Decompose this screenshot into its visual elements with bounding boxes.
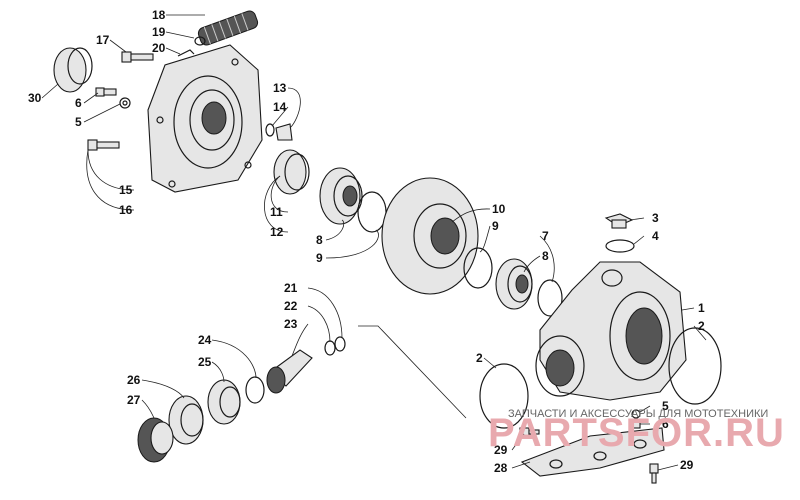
part-cap-3 <box>604 213 634 229</box>
callout-11: 11 <box>270 205 283 219</box>
callout-14: 14 <box>273 100 287 114</box>
part-bolt-29b <box>649 463 659 484</box>
part-shaft-21-23 <box>266 336 346 394</box>
callout-6-lower: 6 <box>662 417 669 431</box>
callout-21: 21 <box>284 281 298 295</box>
callout-2-left: 2 <box>476 351 483 365</box>
part-ring-9a <box>357 191 387 233</box>
callout-9-right: 9 <box>492 219 499 233</box>
part-oring-2b <box>479 363 529 429</box>
callout-28: 28 <box>494 461 508 475</box>
callout-26: 26 <box>127 373 141 387</box>
watermark: ЗАПЧАСТИ И АКСЕССУАРЫ ДЛЯ МОТОТЕХНИКИ PA… <box>488 408 785 455</box>
part-seal-27 <box>137 417 174 463</box>
callout-29-left: 29 <box>494 443 508 457</box>
callout-29-right: 29 <box>680 458 694 472</box>
part-ring-7 <box>537 279 563 317</box>
callout-4: 4 <box>652 229 659 243</box>
callout-6: 6 <box>75 96 82 110</box>
part-oring-4 <box>605 239 635 253</box>
callout-24: 24 <box>198 333 212 347</box>
part-bearing-8b <box>495 258 533 310</box>
part-gear-10 <box>381 177 479 295</box>
part-main-housing-1 <box>535 261 687 401</box>
part-skid-plate-28 <box>520 427 665 477</box>
part-bolt-6 <box>95 87 117 97</box>
callout-3: 3 <box>652 211 659 225</box>
part-bolt-17 <box>121 51 154 63</box>
callout-2-right: 2 <box>698 319 705 333</box>
callout-5: 5 <box>75 115 82 129</box>
part-oring-2a <box>668 327 722 405</box>
callout-20: 20 <box>152 41 166 55</box>
part-bolt-29a <box>519 427 540 437</box>
part-ring-19 <box>194 36 206 46</box>
part-seal-11-12 <box>273 149 310 195</box>
watermark-caption: ЗАПЧАСТИ И АКСЕССУАРЫ ДЛЯ МОТОТЕХНИКИ <box>508 408 768 420</box>
part-bearing-8a <box>319 167 363 225</box>
callout-12: 12 <box>270 225 284 239</box>
watermark-logo: PARTSFOR.RU <box>488 411 785 455</box>
callout-19: 19 <box>152 25 166 39</box>
part-pin-20 <box>177 49 195 57</box>
part-cover-housing <box>147 44 263 193</box>
callout-17: 17 <box>96 33 110 47</box>
callout-16: 16 <box>119 203 133 217</box>
callout-9: 9 <box>316 251 323 265</box>
callout-5-lower: 5 <box>662 399 669 413</box>
part-ring-9b <box>463 247 493 289</box>
callout-8-right: 8 <box>542 249 549 263</box>
part-bearing-26 <box>168 395 204 445</box>
part-washer-5 <box>119 97 131 109</box>
callout-27: 27 <box>127 393 141 407</box>
part-bolts-15-16 <box>87 139 120 151</box>
part-cap-30 <box>53 47 93 93</box>
leader-lines <box>41 14 707 471</box>
callout-labels: 18 19 20 17 30 6 5 13 14 15 16 11 12 8 9… <box>28 8 705 475</box>
part-ring-24 <box>245 376 265 404</box>
callout-15: 15 <box>119 183 133 197</box>
callout-25: 25 <box>198 355 212 369</box>
callout-18: 18 <box>152 8 166 22</box>
callout-1: 1 <box>698 301 705 315</box>
part-plug-13-14 <box>265 123 293 141</box>
callout-13: 13 <box>273 81 287 95</box>
part-bearing-25 <box>207 379 241 425</box>
callout-22: 22 <box>284 299 298 313</box>
callout-23: 23 <box>284 317 298 331</box>
part-boot-18 <box>197 10 259 46</box>
callout-8: 8 <box>316 233 323 247</box>
callout-7: 7 <box>542 229 549 243</box>
callout-30: 30 <box>28 91 42 105</box>
callout-10: 10 <box>492 202 506 216</box>
